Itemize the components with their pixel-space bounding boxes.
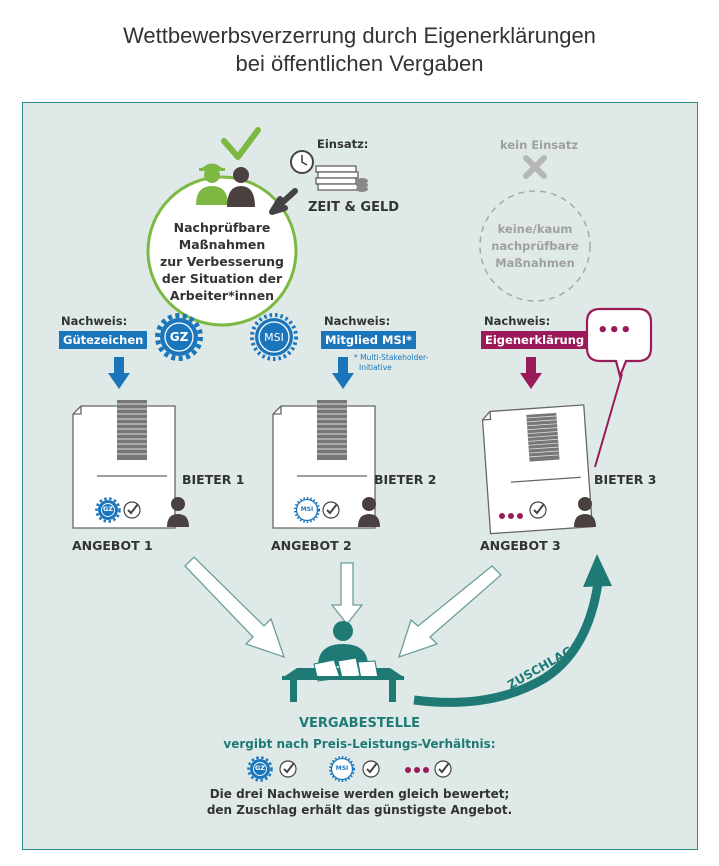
money-stack-icon — [315, 165, 368, 192]
no-measures-line: Maßnahmen — [495, 256, 575, 270]
down-arrow-3 — [520, 357, 542, 389]
page-subtitle: bei öffentlichen Vergaben — [235, 51, 484, 76]
authority-gz-text: GZ — [254, 764, 266, 772]
bidder-3-label: BIETER 3 — [594, 472, 657, 487]
authority-note-line: Die drei Nachweise werden gleich bewerte… — [209, 787, 510, 801]
clock-icon — [290, 150, 314, 174]
proof-1-tag: Gütezeichen — [59, 331, 148, 349]
offer-1-check-icon — [123, 501, 141, 519]
no-effort-label: kein Einsatz — [500, 138, 579, 152]
speech-bubble-icon — [585, 307, 653, 380]
authority-subtitle: vergibt nach Preis-Leistungs-Verhältnis: — [223, 737, 496, 751]
effort-value: ZEIT & GELD — [308, 200, 400, 215]
bidder-2-label: BIETER 2 — [374, 472, 437, 487]
offer-3-check-icon — [529, 501, 547, 519]
arrow-offer-2 — [330, 562, 364, 626]
offer-document-2 — [272, 399, 376, 529]
offer-document-1 — [72, 399, 176, 529]
offer-2-check-icon — [322, 501, 340, 519]
workers-icon — [196, 163, 255, 207]
measures-line: Maßnahmen — [178, 237, 266, 252]
proof-2-label: Nachweis: — [324, 314, 391, 328]
offer-3-dots-icon — [499, 513, 523, 519]
authority-name: VERGABESTELLE — [298, 716, 421, 731]
gz-badge-icon — [155, 313, 203, 361]
authority-note-line: den Zuschlag erhält das günstigste Angeb… — [206, 803, 513, 817]
offer-1-label: ANGEBOT 1 — [72, 538, 153, 553]
bidder-1-label: BIETER 1 — [182, 472, 245, 487]
down-arrow-1 — [108, 357, 130, 389]
proof-3-tag: Eigenerklärung — [481, 331, 589, 349]
measures-line: Arbeiter*innen — [169, 288, 275, 303]
measures-circle — [146, 175, 298, 327]
offer-document-3 — [481, 404, 593, 535]
msi-badge-text: MSI — [264, 331, 284, 344]
proof-3-label: Nachweis: — [484, 314, 551, 328]
authority-note: Die drei Nachweise werden gleich bewerte… — [0, 786, 719, 818]
authority-dots-icon — [405, 767, 429, 773]
measures-line: Nachprüfbare — [173, 220, 271, 235]
no-measures-text: keine/kaum nachprüfbare Maßnahmen — [485, 221, 585, 272]
offer-1-gz-text: GZ — [102, 505, 114, 513]
offer-3-label: ANGEBOT 3 — [480, 538, 561, 553]
x-mark-icon — [523, 155, 547, 179]
no-measures-line: keine/kaum — [497, 222, 573, 236]
msi-badge-icon — [250, 313, 298, 361]
authority-check-2-icon — [362, 760, 380, 778]
no-measures-line: nachprüfbare — [491, 239, 579, 253]
authority-check-3-icon — [434, 760, 452, 778]
no-measures-circle — [479, 190, 591, 302]
award-arrow — [413, 582, 603, 707]
proof-1-label: Nachweis: — [61, 314, 128, 328]
footnote-line: Initiative — [359, 363, 392, 372]
offer-2-label: ANGEBOT 2 — [271, 538, 352, 553]
effort-label: Einsatz: — [317, 137, 369, 151]
footnote-line: * Multi-Stakeholder- — [354, 353, 429, 362]
award-arrowhead-icon — [583, 554, 612, 587]
page-title: Wettbewerbsverzerrung durch Eigenerkläru… — [123, 23, 596, 48]
offer-2-msi-text: MSI — [300, 506, 314, 513]
arrow-offer-3 — [397, 565, 502, 659]
input-arrow-icon — [269, 188, 298, 215]
down-arrow-2 — [332, 357, 354, 389]
authority-msi-text: MSI — [335, 765, 349, 772]
measures-text: Nachprüfbare Maßnahmen zur Verbesserung … — [155, 219, 289, 304]
check-mark-icon — [221, 127, 261, 160]
measures-line: zur Verbesserung — [159, 254, 285, 269]
authority-check-1-icon — [279, 760, 297, 778]
footnote: * Multi-Stakeholder- Initiative — [354, 353, 428, 373]
arrow-offer-1 — [184, 556, 286, 659]
measures-line: der Situation der — [161, 271, 283, 286]
gz-badge-text: GZ — [169, 330, 189, 344]
proof-2-tag: Mitglied MSI* — [321, 331, 417, 349]
authority-desk-icon — [282, 621, 405, 702]
bubble-dots: ••• — [597, 320, 632, 341]
bubble-pointer — [594, 373, 623, 468]
